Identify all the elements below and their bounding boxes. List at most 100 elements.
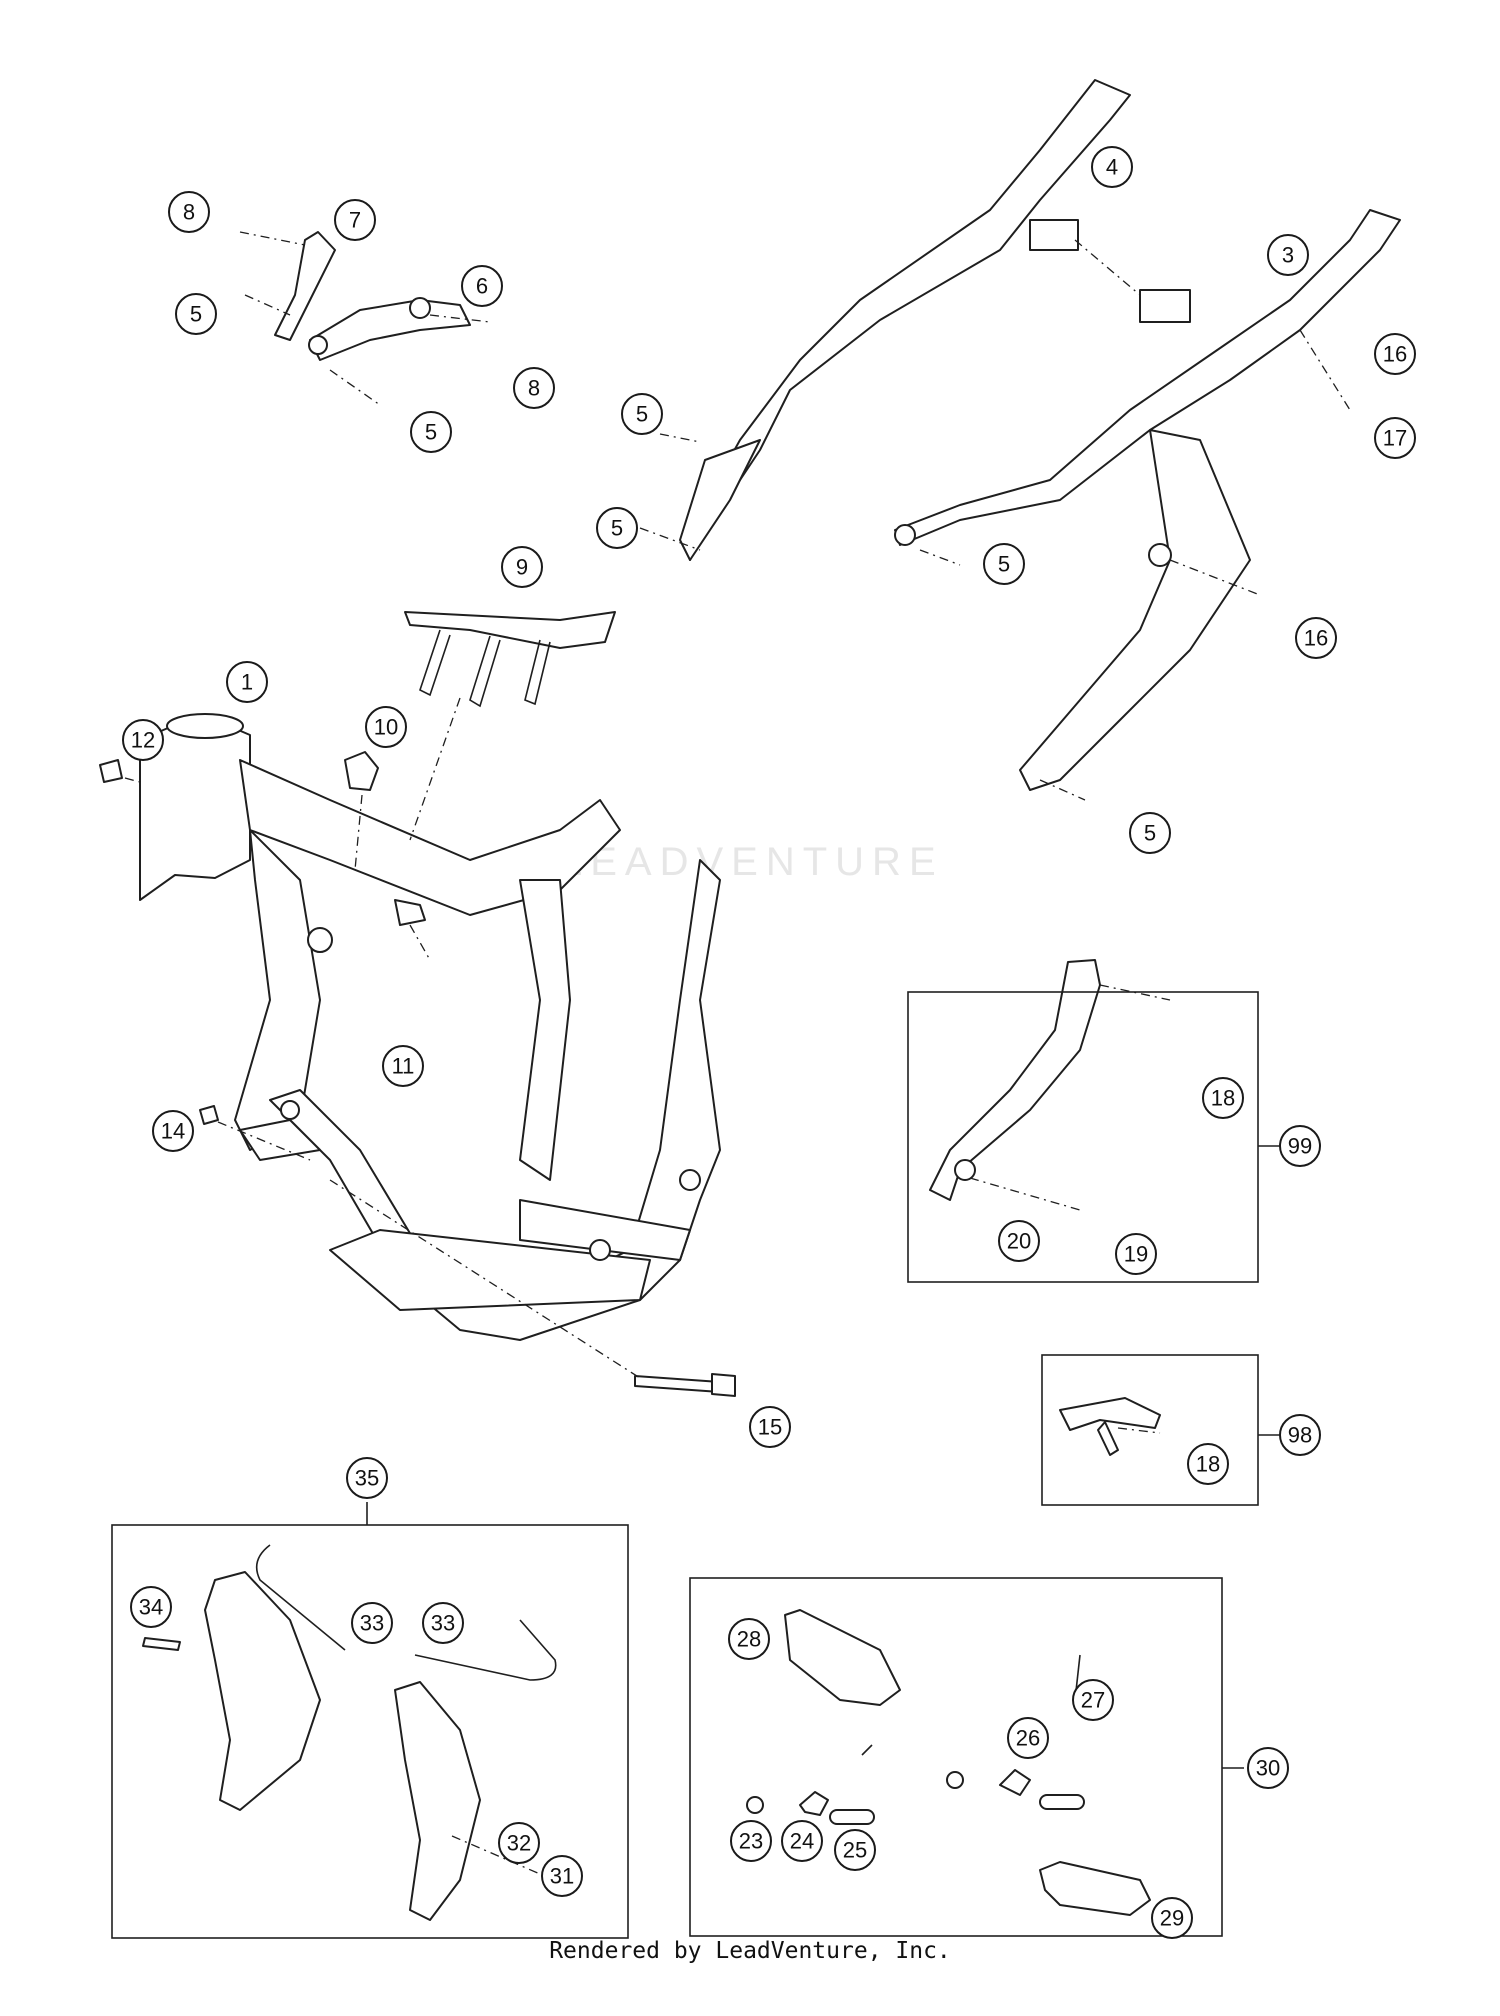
callout-7: 7	[334, 199, 376, 241]
svg-text:5: 5	[1144, 821, 1156, 846]
callout-18-box98: 18	[1187, 1443, 1229, 1485]
callout-29: 29	[1151, 1897, 1193, 1939]
svg-text:26: 26	[1016, 1726, 1040, 1751]
group-box-30	[689, 1577, 1223, 1937]
svg-text:20: 20	[1007, 1229, 1031, 1254]
part-99-guide	[929, 959, 1101, 1201]
svg-text:33: 33	[360, 1611, 384, 1636]
svg-text:17: 17	[1383, 426, 1407, 451]
svg-text:5: 5	[611, 516, 623, 541]
callout-30: 30	[1247, 1747, 1289, 1789]
callout-18-box99: 18	[1202, 1077, 1244, 1119]
part-9-holder	[404, 611, 616, 708]
svg-text:99: 99	[1288, 1134, 1312, 1159]
callout-98: 98	[1279, 1414, 1321, 1456]
callout-3: 3	[1267, 234, 1309, 276]
footpegs	[746, 1609, 1151, 1916]
svg-text:5: 5	[190, 302, 202, 327]
svg-text:34: 34	[139, 1595, 163, 1620]
svg-text:8: 8	[528, 376, 540, 401]
svg-text:29: 29	[1160, 1906, 1184, 1931]
group-box-35	[111, 1524, 629, 1939]
callout-6: 6	[461, 265, 503, 307]
svg-text:7: 7	[349, 208, 361, 233]
callout-16-top: 16	[1374, 333, 1416, 375]
footer-credit: Rendered by LeadVenture, Inc.	[549, 1938, 951, 1964]
svg-text:98: 98	[1288, 1423, 1312, 1448]
callout-99: 99	[1279, 1125, 1321, 1167]
callout-1: 1	[226, 661, 268, 703]
group-box-99	[907, 991, 1259, 1283]
svg-text:5: 5	[425, 420, 437, 445]
svg-text:32: 32	[507, 1831, 531, 1856]
subframe-parts	[679, 79, 1401, 791]
callout-8-right: 8	[513, 367, 555, 409]
callout-4: 4	[1091, 146, 1133, 188]
svg-text:18: 18	[1196, 1452, 1220, 1477]
callout-11: 11	[382, 1045, 424, 1087]
callout-35: 35	[346, 1457, 388, 1499]
callout-8-top: 8	[168, 191, 210, 233]
callout-15: 15	[749, 1406, 791, 1448]
callout-19: 19	[1115, 1233, 1157, 1275]
small-frame-parts	[99, 751, 736, 1397]
callout-10: 10	[365, 706, 407, 748]
svg-text:1: 1	[241, 670, 253, 695]
callout-17: 17	[1374, 417, 1416, 459]
svg-text:6: 6	[476, 274, 488, 299]
svg-text:24: 24	[790, 1829, 814, 1854]
callout-33-right: 33	[422, 1602, 464, 1644]
svg-text:35: 35	[355, 1466, 379, 1491]
svg-text:33: 33	[431, 1611, 455, 1636]
svg-text:27: 27	[1081, 1688, 1105, 1713]
svg-text:12: 12	[131, 728, 155, 753]
svg-text:30: 30	[1256, 1756, 1280, 1781]
callout-5-subframe-mid: 5	[596, 507, 638, 549]
svg-text:25: 25	[843, 1838, 867, 1863]
svg-text:15: 15	[758, 1415, 782, 1440]
svg-text:8: 8	[183, 200, 195, 225]
svg-text:23: 23	[739, 1829, 763, 1854]
callout-9: 9	[501, 546, 543, 588]
svg-text:19: 19	[1124, 1242, 1148, 1267]
svg-text:5: 5	[636, 402, 648, 427]
callout-5-left: 5	[175, 293, 217, 335]
callout-14: 14	[152, 1110, 194, 1152]
callout-24: 24	[781, 1820, 823, 1862]
svg-text:5: 5	[998, 552, 1010, 577]
svg-text:4: 4	[1106, 155, 1118, 180]
callout-5-bracket: 5	[410, 411, 452, 453]
svg-text:31: 31	[550, 1864, 574, 1889]
callout-33-left: 33	[351, 1602, 393, 1644]
callout-5-subframe-bottom: 5	[1129, 812, 1171, 854]
callout-23: 23	[730, 1820, 772, 1862]
callout-25: 25	[834, 1829, 876, 1871]
svg-text:9: 9	[516, 555, 528, 580]
svg-text:10: 10	[374, 715, 398, 740]
callout-27: 27	[1072, 1679, 1114, 1721]
brackets-6-7	[274, 231, 471, 361]
callout-32: 32	[498, 1822, 540, 1864]
callout-28: 28	[728, 1618, 770, 1660]
svg-text:16: 16	[1383, 342, 1407, 367]
watermark-text: LEADVENTURE	[560, 840, 944, 884]
callout-12: 12	[122, 719, 164, 761]
callout-26: 26	[1007, 1717, 1049, 1759]
callout-31: 31	[541, 1855, 583, 1897]
callout-34: 34	[130, 1586, 172, 1628]
svg-text:16: 16	[1304, 626, 1328, 651]
svg-text:18: 18	[1211, 1086, 1235, 1111]
svg-text:14: 14	[161, 1119, 185, 1144]
callout-5-subframe-top: 5	[621, 393, 663, 435]
svg-text:3: 3	[1282, 243, 1294, 268]
frame-protectors	[142, 1544, 557, 1921]
callout-5-subframe-right: 5	[983, 543, 1025, 585]
svg-text:11: 11	[392, 1054, 415, 1079]
part-98-slider	[1059, 1397, 1161, 1456]
group-box-98	[1041, 1354, 1259, 1506]
callout-16-bottom: 16	[1295, 617, 1337, 659]
frame-assembly	[139, 713, 721, 1341]
callout-20: 20	[998, 1220, 1040, 1262]
svg-text:28: 28	[737, 1627, 761, 1652]
